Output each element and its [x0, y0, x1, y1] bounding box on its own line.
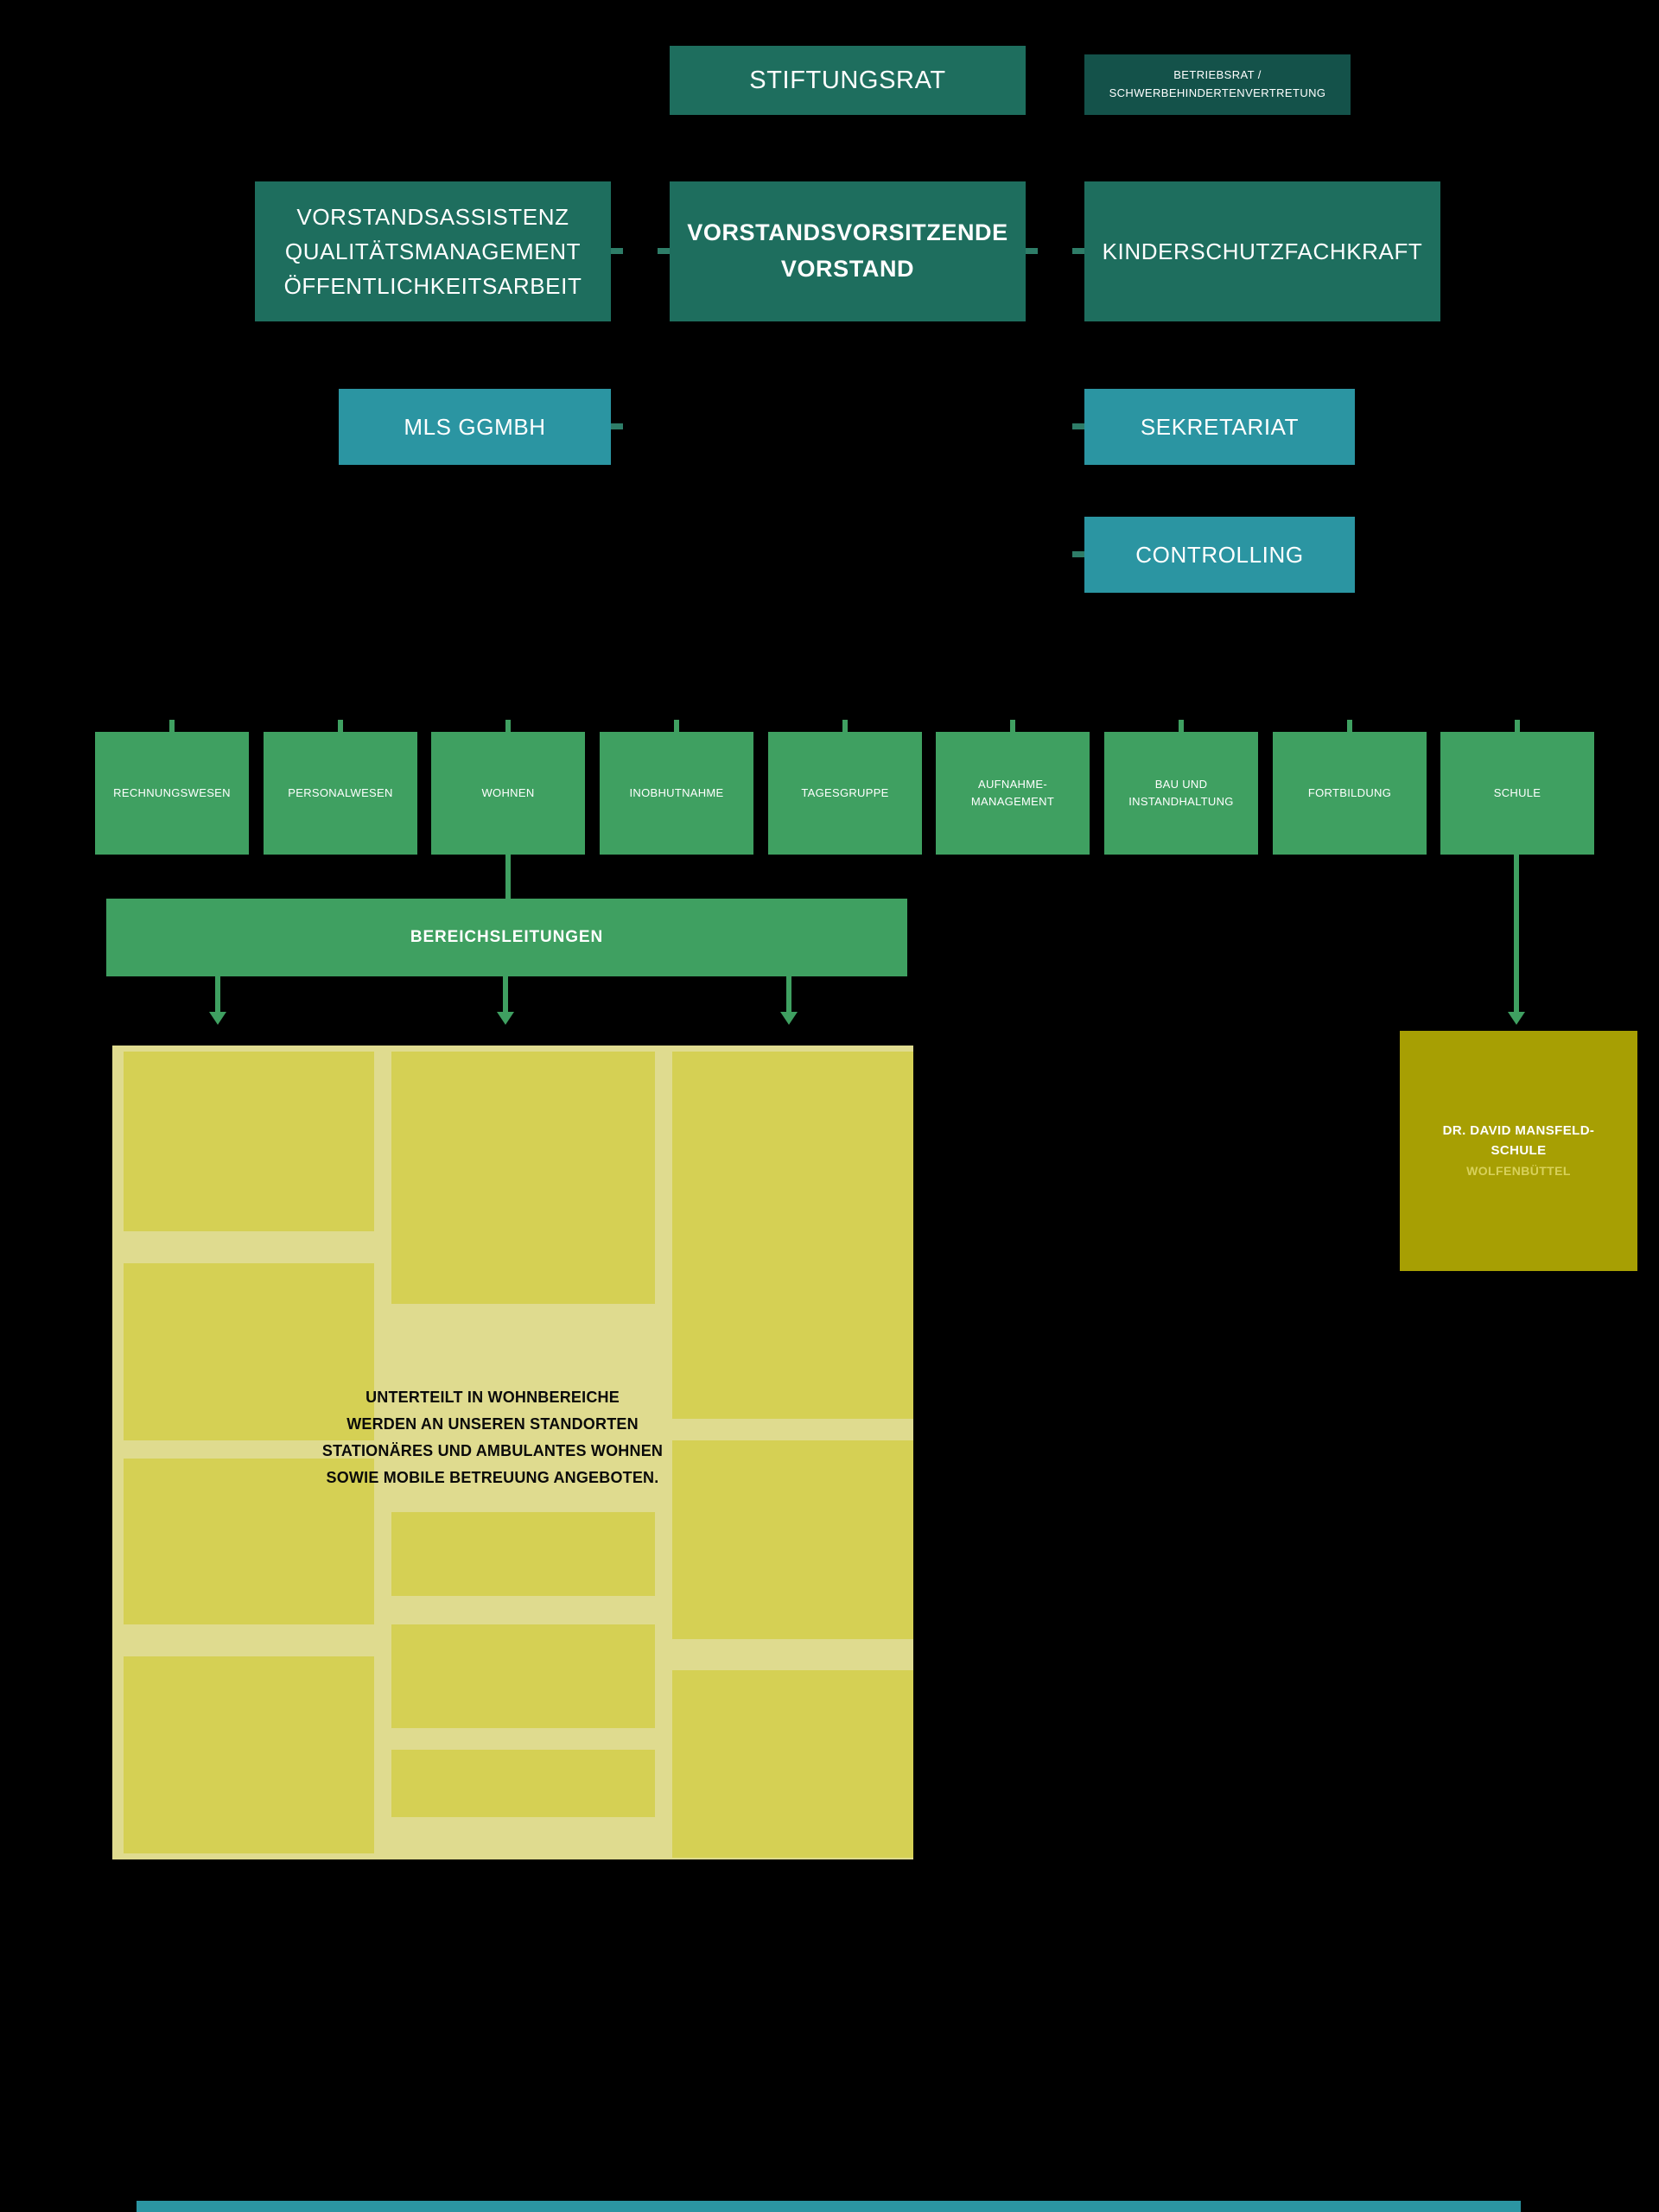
node-stiftungsrat: STIFTUNGSRAT [670, 46, 1026, 115]
arrow-down-icon [780, 976, 798, 1025]
location-box [124, 1052, 374, 1231]
location-box [124, 1263, 374, 1440]
node-dept-bau-instandhaltung: BAU UND INSTANDHALTUNG [1104, 732, 1258, 855]
arrow-down-icon [497, 976, 514, 1025]
connector-tick [1010, 720, 1015, 733]
connector-stub [611, 423, 623, 429]
connector-tick [338, 720, 343, 733]
location-box [672, 1440, 913, 1639]
node-vorstand: VORSTANDSVORSITZENDE VORSTAND [670, 181, 1026, 321]
node-vorstandsassistenz: VORSTANDSASSISTENZ QUALITÄTSMANAGEMENT Ö… [255, 181, 611, 321]
connector-stub [1026, 248, 1038, 254]
node-dept-rechnungswesen: RECHNUNGSWESEN [95, 732, 249, 855]
node-dept-tagesgruppe: TAGESGRUPPE [768, 732, 922, 855]
node-betriebsrat: BETRIEBSRAT / SCHWERBEHINDERTENVERTRETUN… [1084, 54, 1351, 115]
location-box [672, 1670, 913, 1858]
connector-tick [674, 720, 679, 733]
wohnen-locations-panel: UNTERTEILT IN WOHNBEREICHE WERDEN AN UNS… [112, 1046, 913, 1859]
node-dept-wohnen: WOHNEN [431, 732, 585, 855]
connector-tick [169, 720, 175, 733]
location-box [391, 1052, 655, 1304]
location-box [391, 1750, 655, 1817]
node-dept-personalwesen: PERSONALWESEN [264, 732, 417, 855]
location-box [124, 1656, 374, 1853]
node-dept-fortbildung: FORTBILDUNG [1273, 732, 1427, 855]
location-box [124, 1459, 374, 1624]
location-box [391, 1512, 655, 1596]
node-controlling: CONTROLLING [1084, 517, 1355, 593]
node-dept-schule: SCHULE [1440, 732, 1594, 855]
footer-bar-partial [137, 2201, 1521, 2212]
node-mls-ggmbh: MLS GGMBH [339, 389, 611, 465]
wohnen-note-text: UNTERTEILT IN WOHNBEREICHE WERDEN AN UNS… [321, 1389, 664, 1486]
connector-tick [1347, 720, 1352, 733]
school-title: DR. DAVID MANSFELD- SCHULE [1442, 1122, 1595, 1159]
connector-stub [1072, 551, 1084, 557]
school-subtitle: WOLFENBÜTTEL [1466, 1164, 1571, 1179]
connector-stub [611, 248, 623, 254]
connector-tick [1179, 720, 1184, 733]
connector-stub [1072, 248, 1084, 254]
location-box [672, 1052, 913, 1419]
connector-tick [842, 720, 848, 733]
node-dept-inobhutnahme: INOBHUTNAHME [600, 732, 753, 855]
arrow-down-icon [209, 976, 226, 1025]
node-david-mansfeld-schule: DR. DAVID MANSFELD- SCHULE WOLFENBÜTTEL [1400, 1031, 1637, 1271]
connector-stub [658, 248, 670, 254]
node-bereichsleitungen: BEREICHSLEITUNGEN [106, 899, 907, 976]
node-sekretariat: SEKRETARIAT [1084, 389, 1355, 465]
connector-stub [1072, 423, 1084, 429]
connector-tick [1515, 720, 1520, 733]
location-box [391, 1624, 655, 1728]
connector-tick [505, 720, 511, 733]
arrow-down-icon [1508, 854, 1525, 1025]
connector-line [505, 854, 511, 899]
node-dept-aufnahmemanagement: AUFNAHME- MANAGEMENT [936, 732, 1090, 855]
node-kinderschutzfachkraft: KINDERSCHUTZFACHKRAFT [1084, 181, 1440, 321]
